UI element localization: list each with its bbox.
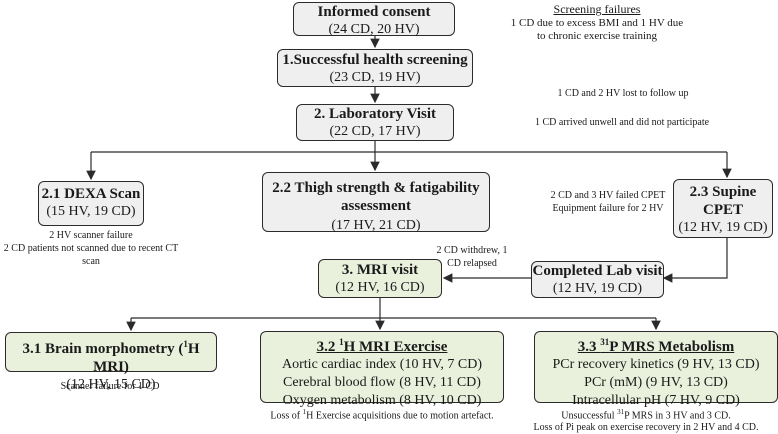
health-screening-counts: (23 CD, 19 HV) xyxy=(329,70,421,85)
laboratory-visit-box: 2. Laboratory Visit (22 CD, 17 HV) xyxy=(296,104,454,141)
supine-cpet-box: 2.3 Supine CPET (12 HV, 19 CD) xyxy=(673,179,773,238)
screening-failures-note: Screening failures 1 CD due to excess BM… xyxy=(508,3,686,43)
mrs-line-pcr-mm: PCr (mM) (9 HV, 13 CD) xyxy=(584,375,728,390)
exercise-line-cerebral: Cerebral blood flow (8 HV, 11 CD) xyxy=(283,375,481,390)
mrs-title-pre: 3.3 xyxy=(577,339,601,355)
mrs-note-post: P MRS in 3 HV and 3 CD. xyxy=(624,410,731,422)
exercise-note-sup: 1 xyxy=(302,408,307,416)
thigh-strength-box: 2.2 Thigh strength & fatigability assess… xyxy=(262,172,490,233)
mri-exercise-box: 3.2 1H MRI Exercise Aortic cardiac index… xyxy=(260,331,504,408)
exercise-note-post: H Exercise acquisitions due to motion ar… xyxy=(306,410,494,422)
completed-lab-visit-counts: (12 HV, 19 CD) xyxy=(552,281,643,296)
exercise-loss-note: Loss of 1H Exercise acquisitions due to … xyxy=(248,406,516,422)
lost-followup-note: 1 CD and 2 HV lost to follow up xyxy=(557,88,689,99)
mrs-note-sup: 31 xyxy=(617,408,625,416)
exercise-line-oxygen: Oxygen metabolism (8 HV, 10 CD) xyxy=(282,393,482,408)
completed-lab-visit-box: Completed Lab visit (12 HV, 19 CD) xyxy=(531,261,664,298)
laboratory-visit-counts: (22 CD, 17 HV) xyxy=(329,124,421,139)
informed-consent-box: Informed consent (24 CD, 20 HV) xyxy=(293,2,455,37)
informed-consent-counts: (24 CD, 20 HV) xyxy=(328,22,420,37)
dexa-scan-box: 2.1 DEXA Scan (15 HV, 19 CD) xyxy=(38,181,144,226)
thigh-strength-title: 2.2 Thigh strength & fatigability assess… xyxy=(272,180,480,214)
arrow-cpet-completed xyxy=(662,238,728,283)
mrs-note-line2: Loss of Pi peak on exercise recovery in … xyxy=(533,422,759,434)
dexa-scan-title: 2.1 DEXA Scan xyxy=(41,186,141,202)
mrs-title-sup: 31 xyxy=(600,337,610,347)
exercise-line-aortic: Aortic cardiac index (10 HV, 7 CD) xyxy=(282,357,482,372)
screening-failures-text: 1 CD due to excess BMI and 1 HV due to c… xyxy=(510,17,684,42)
brain-morphometry-counts: (12 HV, 15 CD) xyxy=(66,377,156,392)
exercise-title-pre: 3.2 xyxy=(316,339,340,355)
mrs-metabolism-box: 3.3 31P MRS Metabolism PCr recovery kine… xyxy=(534,331,778,408)
mrs-metabolism-title: 3.3 31P MRS Metabolism xyxy=(535,333,777,356)
mrs-failure-note: Unsuccessful 31P MRS in 3 HV and 3 CD. L… xyxy=(514,406,778,434)
arrived-unwell-note: 1 CD arrived unwell and did not particip… xyxy=(534,117,710,128)
brain-title-post: H MRI) xyxy=(93,341,200,375)
health-screening-title: 1.Successful health screening xyxy=(282,52,468,68)
exercise-title-post: H MRI Exercise xyxy=(343,339,448,355)
mri-visit-box: 3. MRI visit (12 HV, 16 CD) xyxy=(318,259,442,298)
mrs-line-ph: Intracellular pH (7 HV, 9 CD) xyxy=(572,393,740,408)
exercise-note-pre: Loss of xyxy=(270,410,303,422)
brain-title-pre: 3.1 Brain morphometry ( xyxy=(22,341,184,357)
mri-visit-counts: (12 HV, 16 CD) xyxy=(335,280,425,295)
exercise-title-sup: 1 xyxy=(339,337,344,347)
brain-morphometry-title: 3.1 Brain morphometry (1H MRI) xyxy=(6,335,216,376)
informed-consent-title: Informed consent xyxy=(317,4,431,20)
cpet-failure-note: 2 CD and 3 HV failed CPET Equipment fail… xyxy=(550,190,666,214)
thigh-strength-counts: (17 HV, 21 CD) xyxy=(331,218,421,233)
completed-lab-visit-title: Completed Lab visit xyxy=(532,263,663,279)
laboratory-visit-title: 2. Laboratory Visit xyxy=(313,106,437,122)
brain-failure-note: Scanner failure for 1 CD xyxy=(60,381,160,392)
withdrew-note: 2 CD withdrew, 1 CD relapsed xyxy=(436,245,508,269)
supine-cpet-counts: (12 HV, 19 CD) xyxy=(678,220,768,235)
mrs-line-pcr-kinetics: PCr recovery kinetics (9 HV, 13 CD) xyxy=(552,357,760,372)
mrs-title-post: P MRS Metabolism xyxy=(609,339,735,355)
health-screening-box: 1.Successful health screening (23 CD, 19… xyxy=(277,49,473,87)
screening-failures-heading: Screening failures xyxy=(553,2,641,16)
mri-exercise-title: 3.2 1H MRI Exercise xyxy=(261,333,503,356)
brain-title-sup: 1 xyxy=(183,339,188,349)
mri-visit-title: 3. MRI visit xyxy=(341,262,419,278)
mrs-note-pre: Unsuccessful xyxy=(561,410,618,422)
dexa-scan-counts: (15 HV, 19 CD) xyxy=(46,204,136,219)
supine-cpet-title: 2.3 Supine CPET xyxy=(689,184,757,218)
brain-morphometry-box: 3.1 Brain morphometry (1H MRI) (12 HV, 1… xyxy=(5,332,217,392)
dexa-failure-note: 2 HV scanner failure 2 CD patients not s… xyxy=(3,230,179,267)
